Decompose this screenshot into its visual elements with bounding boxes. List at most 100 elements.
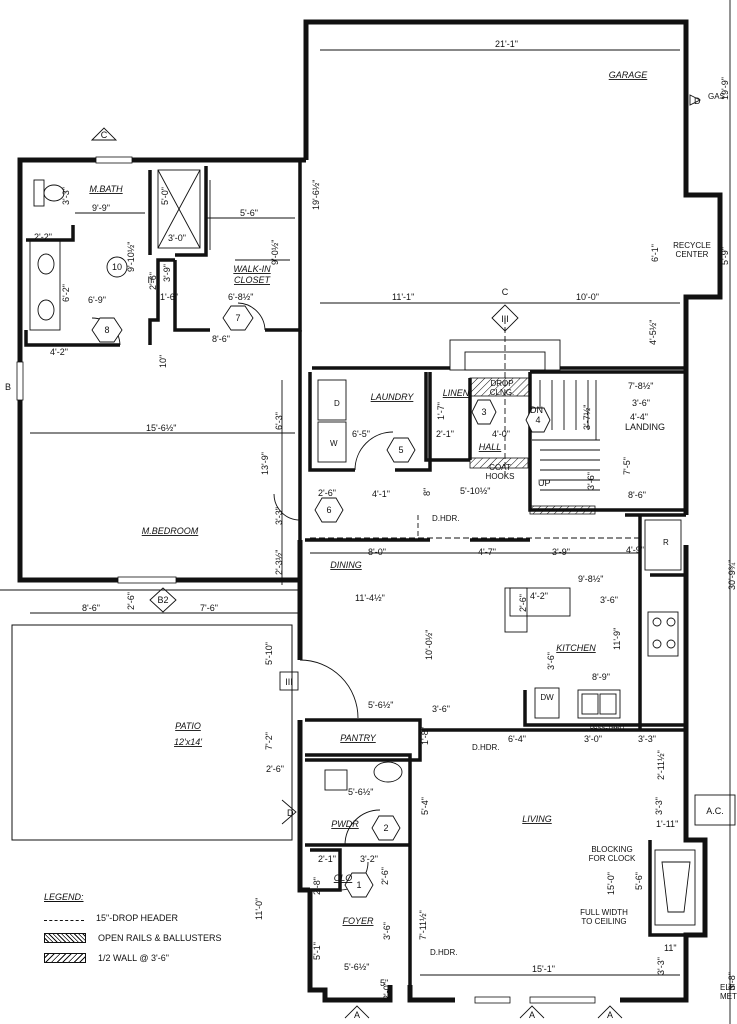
- marker-iii-garage: III: [501, 314, 509, 324]
- marker-c-top: C: [101, 130, 108, 140]
- svg-text:3'-3": 3'-3": [654, 797, 664, 815]
- room-dining: DINING: [330, 560, 362, 570]
- svg-text:4'-5½": 4'-5½": [648, 320, 658, 345]
- marker-ii: II: [147, 275, 152, 285]
- tag-1: 1: [356, 880, 361, 890]
- room-landing: LANDING: [625, 422, 665, 432]
- room-hall: HALL: [479, 442, 502, 452]
- svg-text:7'-8½": 7'-8½": [628, 381, 653, 391]
- legend-item-open-rails: OPEN RAILS & BALLUSTERS: [44, 928, 284, 948]
- room-walkin-1: WALK-IN: [233, 264, 271, 274]
- room-kitchen: KITCHEN: [556, 643, 596, 653]
- svg-text:11'-4½": 11'-4½": [355, 593, 385, 603]
- svg-text:5": 5": [380, 978, 388, 988]
- marker-a-3: A: [607, 1010, 613, 1020]
- svg-text:5'-6": 5'-6": [240, 208, 258, 218]
- svg-text:6'-3": 6'-3": [274, 412, 284, 430]
- svg-text:4'-0": 4'-0": [492, 429, 510, 439]
- svg-text:2'-6": 2'-6": [318, 488, 336, 498]
- svg-text:2'-6": 2'-6": [266, 764, 284, 774]
- svg-text:8'-6": 8'-6": [212, 334, 230, 344]
- tag-2: 2: [383, 823, 388, 833]
- svg-text:10": 10": [158, 355, 168, 368]
- hatch-swatch-2: [44, 953, 86, 963]
- svg-text:5'-6½": 5'-6½": [368, 700, 393, 710]
- svg-text:2'-6": 2'-6": [518, 594, 528, 612]
- svg-text:7'-5": 7'-5": [622, 457, 632, 475]
- room-pantry: PANTRY: [340, 733, 377, 743]
- svg-text:5'-10": 5'-10": [264, 642, 274, 665]
- note-dn: DN: [530, 405, 543, 415]
- svg-text:3'-0": 3'-0": [584, 734, 602, 744]
- legend-item-half-wall: 1/2 WALL @ 3'-6": [44, 948, 284, 968]
- svg-text:2'-6": 2'-6": [380, 867, 390, 885]
- legend-label: 15"-DROP HEADER: [96, 913, 179, 923]
- svg-text:3'-3": 3'-3": [638, 734, 656, 744]
- interior-walls: [24, 160, 686, 990]
- svg-text:2'-6": 2'-6": [126, 592, 136, 610]
- svg-text:2'-6": 2'-6": [148, 272, 158, 290]
- hatch-swatch: [44, 933, 86, 943]
- legend: LEGEND: 15"-DROP HEADER OPEN RAILS & BAL…: [44, 892, 284, 968]
- room-laundry: LAUNDRY: [371, 392, 415, 402]
- svg-text:9'-9": 9'-9": [92, 203, 110, 213]
- svg-text:8'-9": 8'-9": [592, 672, 610, 682]
- svg-text:15'-1": 15'-1": [532, 964, 555, 974]
- svg-text:1'-6": 1'-6": [160, 292, 178, 302]
- room-linen: LINEN: [443, 388, 470, 398]
- svg-text:7'-11½": 7'-11½": [418, 910, 428, 940]
- svg-text:11'-1": 11'-1": [392, 292, 414, 302]
- svg-text:2'-1": 2'-1": [436, 429, 454, 439]
- svg-text:9'-0½": 9'-0½": [270, 240, 280, 265]
- svg-text:5'-6½": 5'-6½": [348, 787, 373, 797]
- svg-text:19'-9": 19'-9": [720, 77, 730, 100]
- room-closet: CLO: [334, 873, 353, 883]
- patio-slab: [11, 624, 293, 841]
- tag-3: 3: [481, 407, 486, 417]
- svg-text:5'-6": 5'-6": [634, 872, 644, 890]
- legend-label: OPEN RAILS & BALLUSTERS: [98, 933, 222, 943]
- svg-text:3'-9": 3'-9": [552, 547, 570, 557]
- note-dhdr-1: D.HDR.: [432, 514, 460, 523]
- note-coat-1: COAT: [489, 463, 511, 472]
- tag-10: 10: [112, 262, 122, 272]
- svg-text:5'-4": 5'-4": [420, 797, 430, 815]
- svg-text:1'-8": 1'-8": [420, 727, 430, 745]
- svg-text:10'-0½": 10'-0½": [424, 630, 434, 660]
- marker-iii-patio: III: [285, 677, 293, 687]
- svg-text:3'-2": 3'-2": [360, 854, 378, 864]
- svg-text:3'-6": 3'-6": [600, 595, 618, 605]
- svg-text:1'-11": 1'-11": [656, 819, 678, 829]
- note-ac: A.C.: [706, 806, 724, 816]
- marker-d-left: D: [287, 808, 294, 818]
- tag-7: 7: [235, 313, 240, 323]
- svg-text:2'-2": 2'-2": [34, 232, 52, 242]
- svg-text:8'-0": 8'-0": [368, 547, 386, 557]
- room-powder: PWDR: [331, 819, 359, 829]
- svg-text:3'-9": 3'-9": [162, 264, 172, 282]
- svg-text:30'-9¾": 30'-9¾": [727, 560, 737, 590]
- note-elec-1: ELE: [720, 983, 735, 992]
- marker-a-2: A: [529, 1010, 535, 1020]
- svg-text:7'-2": 7'-2": [264, 732, 274, 750]
- svg-text:6'-8½": 6'-8½": [228, 292, 253, 302]
- room-garage: GARAGE: [609, 70, 649, 80]
- svg-text:5'-0": 5'-0": [160, 187, 170, 205]
- svg-text:3'-0": 3'-0": [168, 233, 186, 243]
- svg-text:4'-7": 4'-7": [478, 547, 496, 557]
- svg-text:11'-0": 11'-0": [254, 898, 264, 920]
- note-coat-2: HOOKS: [486, 472, 515, 481]
- svg-text:15'-6½": 15'-6½": [146, 423, 176, 433]
- svg-text:19'-6½": 19'-6½": [311, 180, 321, 210]
- svg-text:5'-9": 5'-9": [720, 247, 730, 265]
- section-markers: [90, 94, 736, 1019]
- note-blocking-1: BLOCKING: [591, 845, 632, 854]
- svg-text:10'-0": 10'-0": [576, 292, 599, 302]
- note-recycle-1: RECYCLE: [673, 241, 711, 250]
- svg-text:6'-4": 6'-4": [508, 734, 526, 744]
- svg-text:3'-8": 3'-8": [727, 972, 737, 990]
- svg-text:4'-9": 4'-9": [626, 545, 644, 555]
- note-dhdr-3: D.HDR.: [430, 948, 458, 957]
